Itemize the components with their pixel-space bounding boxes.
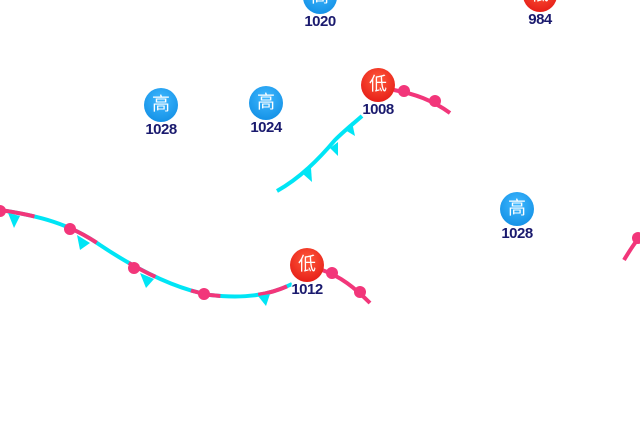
high-pressure-marker[interactable]: 高 1028	[139, 88, 183, 138]
high-pressure-marker[interactable]: 高 1024	[244, 86, 288, 136]
warm-front[interactable]	[393, 85, 452, 115]
cold-front[interactable]	[276, 114, 364, 193]
low-pressure-marker[interactable]: 低 1012	[285, 248, 329, 298]
low-pressure-marker[interactable]: 低 1008	[356, 68, 400, 118]
pressure-label: 1012	[291, 281, 323, 298]
high-pressure-icon: 高	[500, 192, 534, 226]
high-pressure-icon: 高	[249, 86, 283, 120]
stationary-front[interactable]	[0, 205, 293, 306]
pressure-label: 1020	[304, 13, 336, 30]
low-pressure-icon: 低	[523, 0, 557, 12]
warm-front[interactable]	[321, 267, 372, 305]
low-pressure-icon: 低	[361, 68, 395, 102]
pressure-label: 984	[528, 11, 552, 28]
pressure-label: 1028	[145, 121, 177, 138]
high-pressure-marker[interactable]: 高 1020	[298, 0, 342, 30]
pressure-label: 1028	[501, 225, 533, 242]
high-pressure-icon: 高	[303, 0, 337, 14]
pressure-label: 1008	[362, 101, 394, 118]
high-pressure-marker[interactable]: 高 1028	[495, 192, 539, 242]
low-pressure-marker[interactable]: 低 984	[518, 0, 562, 28]
high-pressure-icon: 高	[144, 88, 178, 122]
low-pressure-icon: 低	[290, 248, 324, 282]
warm-front[interactable]	[622, 232, 640, 262]
pressure-label: 1024	[250, 119, 282, 136]
